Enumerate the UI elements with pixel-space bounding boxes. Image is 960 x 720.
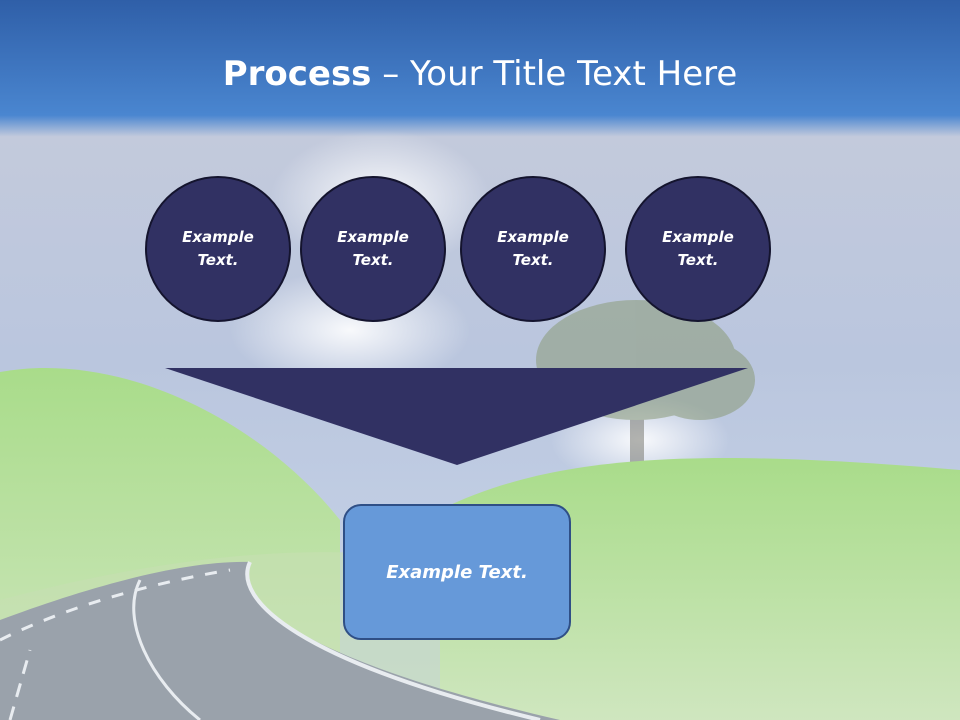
step-label-1: Example Text. bbox=[182, 228, 254, 269]
title-rest: – Your Title Text Here bbox=[371, 54, 738, 94]
title-bold: Process bbox=[222, 54, 372, 94]
process-step-circle-3: Example Text. bbox=[460, 176, 606, 322]
step-label-4: Example Text. bbox=[662, 228, 734, 269]
result-label: Example Text. bbox=[386, 561, 528, 583]
step-label-2: Example Text. bbox=[337, 228, 409, 269]
funnel-arrow bbox=[165, 368, 748, 465]
process-step-circle-1: Example Text. bbox=[145, 176, 291, 322]
step-label-3: Example Text. bbox=[497, 228, 569, 269]
process-step-circle-2: Example Text. bbox=[300, 176, 446, 322]
result-box: Example Text. bbox=[343, 504, 571, 640]
process-step-circle-4: Example Text. bbox=[625, 176, 771, 322]
slide-title: Process – Your Title Text Here bbox=[0, 52, 960, 96]
